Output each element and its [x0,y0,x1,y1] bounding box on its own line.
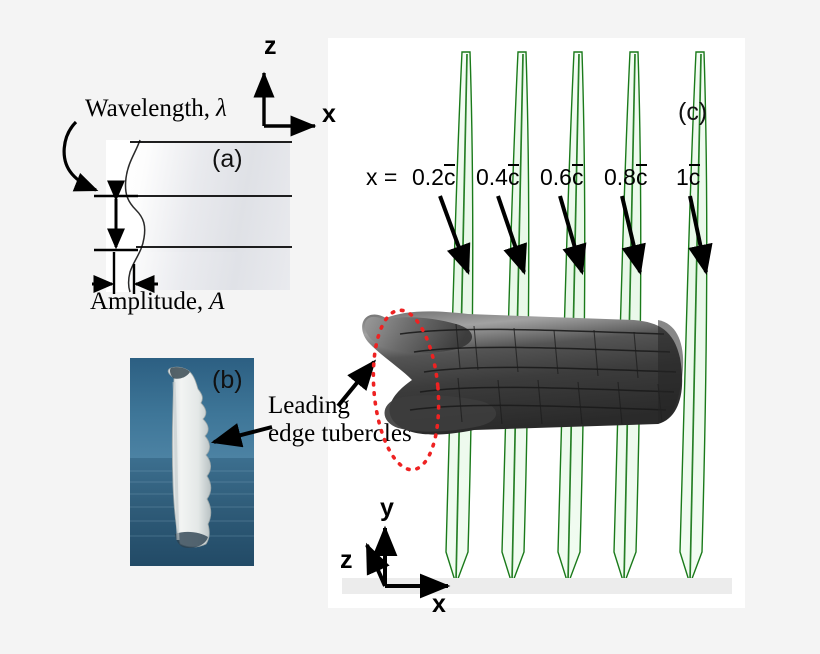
wavelength-symbol: λ [216,95,227,122]
station-unit-0: c [443,164,456,190]
panel-c-axes [365,525,451,599]
station-value-3: 0.8 [604,164,636,190]
station-label-2: 0.6c [540,164,584,191]
panel-a-axis-x-label: x [322,100,336,128]
panel-b-photo-art [130,358,254,566]
station-leader-arrows [438,195,713,276]
station-prefix: x = [366,164,398,190]
station-label-3: 0.8c [604,164,648,191]
amplitude-dimension [92,252,158,294]
amplitude-label: Amplitude,A [90,288,224,316]
leading-edge-tubercles-callout: Leading edge tubercles [268,392,412,448]
panel-c-tag: (c) [678,98,708,126]
station-value-4: 1 [676,164,689,190]
station-unit-1: c [507,164,520,190]
station-unit-4: c [688,164,701,190]
panel-a-leading-edge-wave [106,139,146,293]
leading-edge-callout-arrow [336,359,377,408]
panel-c-axis-z-label: z [340,546,353,574]
panel-b-photo [130,358,254,566]
wavelength-label-text: Wavelength, [85,95,211,122]
panel-a: z x Wavelength,λ [0,0,336,330]
amplitude-label-text: Amplitude, [90,288,204,315]
panel-c-axis-x-label: x [432,590,446,618]
panel-a-axes [253,71,317,137]
station-label-4: 1c [676,164,701,191]
station-value-0: 0.2 [412,164,444,190]
panel-c: x = 0.2c 0.4c 0.6c 0.8c 1c (c) [328,38,745,618]
wavelength-dimension [94,180,138,252]
panel-c-axis-y-label: y [380,494,394,522]
station-unit-2: c [571,164,584,190]
station-unit-3: c [635,164,648,190]
panel-a-axis-z-label: z [264,32,277,60]
panel-a-chord-lines [124,141,292,248]
amplitude-symbol: A [209,288,225,315]
callout-line-2: edge tubercles [268,420,412,447]
panel-c-flipper-model [362,311,684,435]
callout-line-1: Leading [268,392,350,419]
wavelength-pointer-arrow [62,120,99,192]
station-label-0: 0.2c [412,164,456,191]
station-value-2: 0.6 [540,164,572,190]
station-label-1: 0.4c [476,164,520,191]
panel-a-tag: (a) [212,145,243,173]
station-value-1: 0.4 [476,164,508,190]
panel-b-tubercle-arrow [210,423,273,448]
panel-b-tag: (b) [212,366,243,394]
panel-c-measurement-planes [445,51,708,587]
wavelength-label: Wavelength,λ [85,95,227,123]
leading-edge-highlight-ellipse [371,308,441,472]
